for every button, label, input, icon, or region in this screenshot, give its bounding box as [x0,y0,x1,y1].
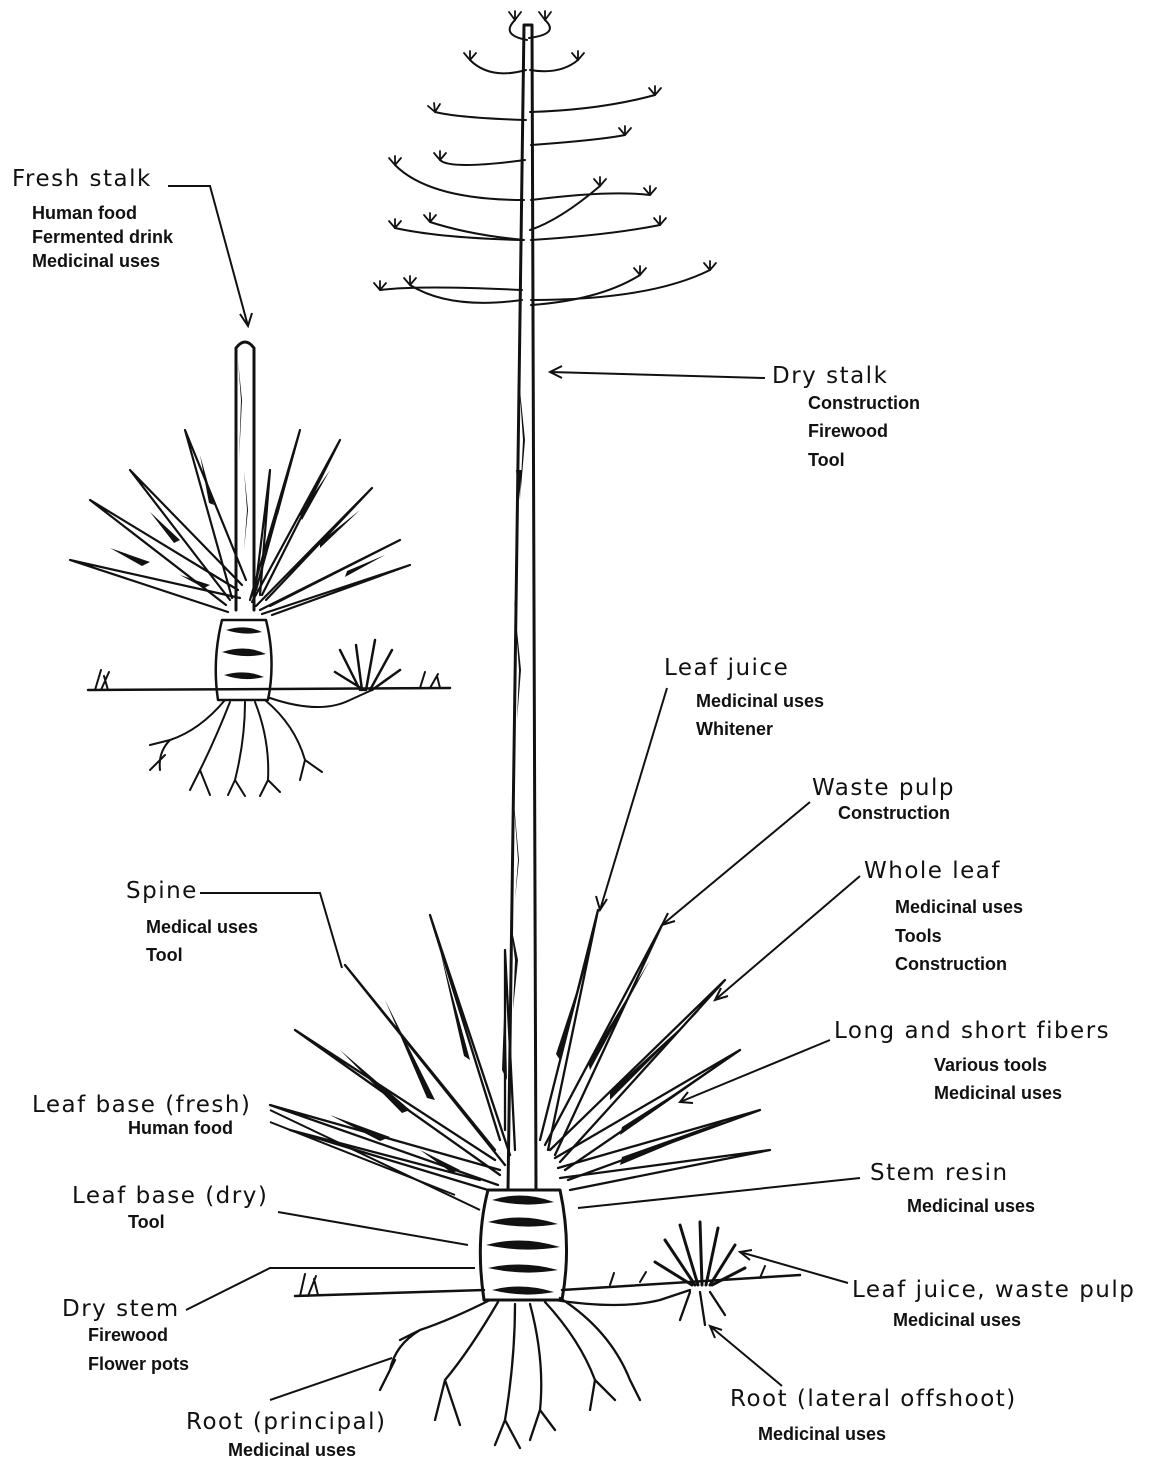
label-use: Medicinal uses [228,1440,356,1460]
label-title: Fresh stalk [12,166,152,192]
leader-dry-stem [186,1268,475,1310]
label-title: Leaf juice [664,655,789,681]
label-use: Human food [128,1118,233,1138]
label-use: Firewood [88,1325,168,1345]
leader-stem-resin [578,1178,860,1208]
label-use: Flower pots [88,1354,189,1374]
label-title: Whole leaf [864,858,1001,884]
leader-whole-leaf [715,876,860,1000]
label-use: Construction [895,954,1007,974]
label-dry-stalk: Dry stalk Construction Firewood Tool [772,363,920,470]
label-use: Human food [32,203,137,223]
text-labels: Fresh stalk Human food Fermented drink M… [12,166,1135,1460]
leader-waste-pulp [662,802,810,925]
label-use: Whitener [696,719,773,739]
label-title: Leaf base (fresh) [32,1092,251,1118]
label-use: Tool [146,945,183,965]
label-title: Stem resin [870,1160,1009,1186]
label-use: Medicinal uses [934,1083,1062,1103]
label-use: Tools [895,926,942,946]
leader-dry-stalk [550,366,765,378]
label-title: Root (principal) [186,1409,387,1435]
label-use: Medicinal uses [893,1310,1021,1330]
small-plant-illustration [70,342,450,796]
label-use: Construction [808,393,920,413]
label-use: Medicinal uses [758,1424,886,1444]
label-root-lateral: Root (lateral offshoot) Medicinal uses [730,1386,1017,1444]
label-title: Leaf base (dry) [72,1183,268,1209]
label-fibers: Long and short fibers Various tools Medi… [834,1018,1110,1103]
leader-fresh-stalk [168,186,248,326]
label-root-principal: Root (principal) Medicinal uses [186,1409,387,1460]
label-whole-leaf: Whole leaf Medicinal uses Tools Construc… [864,858,1023,974]
label-offshoot-juice: Leaf juice, waste pulp Medicinal uses [852,1277,1135,1330]
label-title: Leaf juice, waste pulp [852,1277,1135,1303]
leader-leaf-juice [596,688,667,910]
label-title: Dry stem [62,1296,180,1322]
label-leaf-base-fresh: Leaf base (fresh) Human food [32,1092,251,1138]
label-use: Medicinal uses [696,691,824,711]
label-use: Tool [128,1212,165,1232]
label-use: Medicinal uses [907,1196,1035,1216]
label-title: Dry stalk [772,363,888,389]
label-use: Tool [808,450,845,470]
label-title: Root (lateral offshoot) [730,1386,1017,1412]
leader-leaf-base-fresh-a [270,1110,480,1210]
label-waste-pulp: Waste pulp Construction [812,775,955,823]
leader-leaf-base-fresh-b [270,1122,455,1195]
label-leaf-base-dry: Leaf base (dry) Tool [72,1183,268,1232]
leader-root-lateral [710,1326,782,1386]
label-spine: Spine Medical uses Tool [126,878,258,965]
label-use: Medicinal uses [895,897,1023,917]
label-title: Long and short fibers [834,1018,1110,1044]
label-use: Firewood [808,421,888,441]
label-stem-resin: Stem resin Medicinal uses [870,1160,1035,1216]
label-title: Spine [126,878,198,904]
leader-root-principal [270,1358,392,1400]
label-title: Waste pulp [812,775,955,801]
leader-leaf-base-dry [278,1212,468,1245]
label-use: Medical uses [146,917,258,937]
label-dry-stem: Dry stem Firewood Flower pots [62,1296,189,1374]
label-use: Construction [838,803,950,823]
label-leaf-juice: Leaf juice Medicinal uses Whitener [664,655,824,739]
label-fresh-stalk: Fresh stalk Human food Fermented drink M… [12,166,174,271]
label-use: Various tools [934,1055,1047,1075]
label-use: Fermented drink [32,227,174,247]
label-use: Medicinal uses [32,251,160,271]
